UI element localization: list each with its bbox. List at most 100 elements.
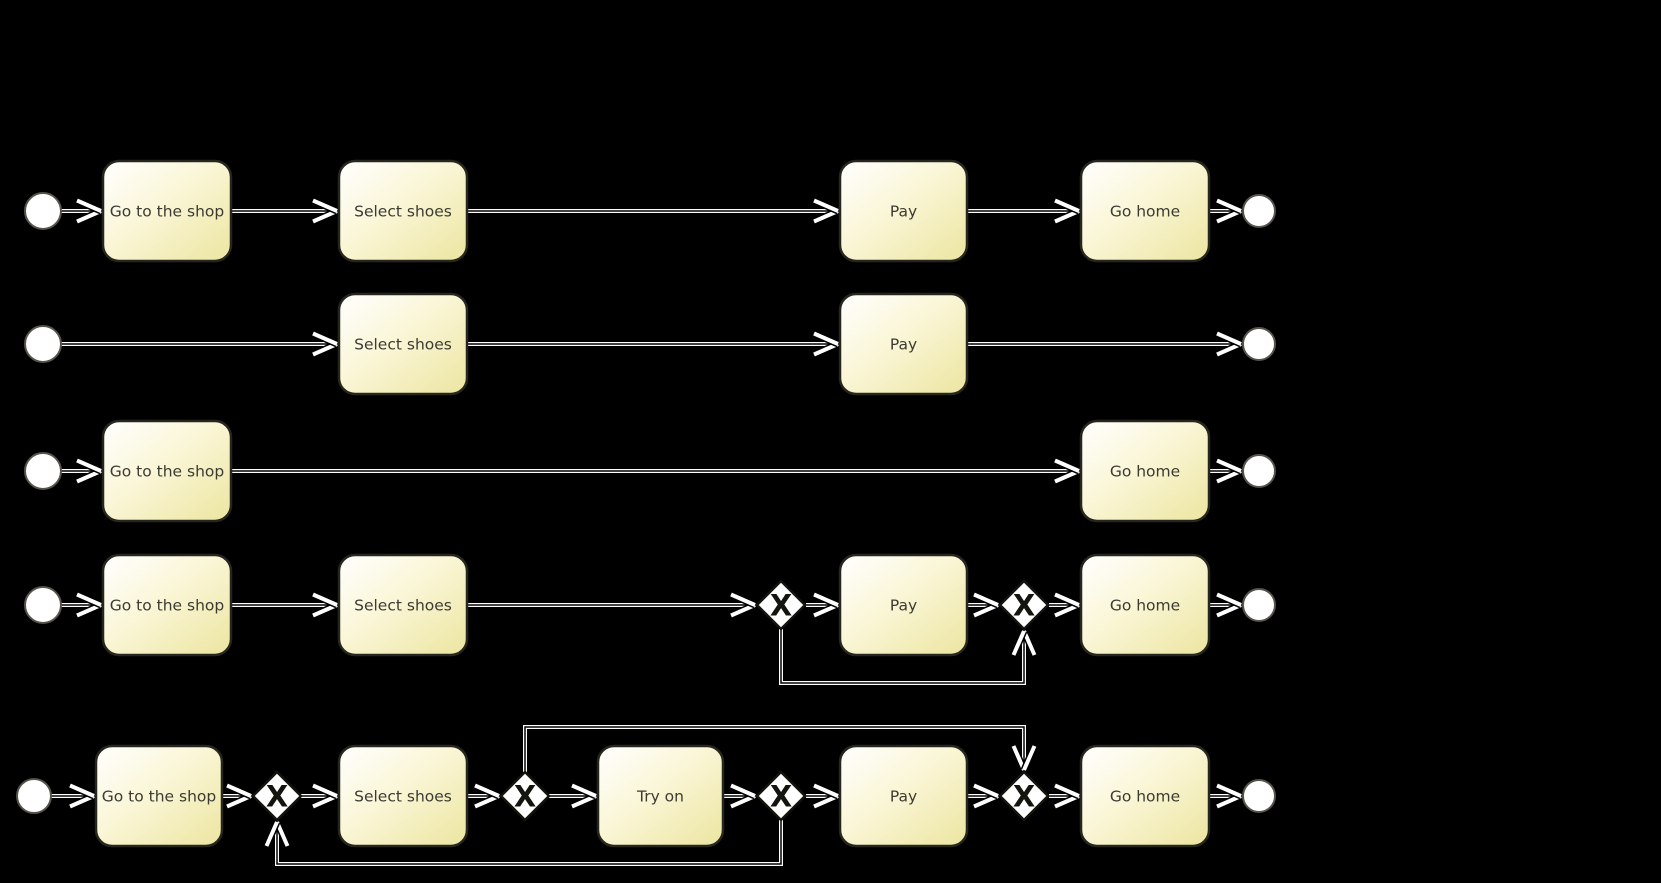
task-shape bbox=[337, 292, 469, 396]
task-shape bbox=[94, 744, 224, 848]
task-shape bbox=[101, 553, 233, 657]
sequence-flow-arrowhead bbox=[1011, 630, 1026, 656]
task-label: Try on bbox=[636, 788, 684, 806]
lane-4: Go to the shop Select shoes X Pay X Go home bbox=[24, 553, 1276, 687]
sequence-flow-arrowhead bbox=[1054, 783, 1080, 798]
lane-2: Select shoes Pay bbox=[24, 292, 1276, 396]
sequence-flow-arrowhead bbox=[264, 821, 279, 847]
sequence-flow-arrowhead bbox=[1054, 592, 1080, 607]
sequence-flow-arrowhead bbox=[813, 592, 839, 607]
sequence-flow-arrowhead bbox=[1216, 783, 1242, 798]
task-label: Select shoes bbox=[354, 336, 452, 354]
sequence-flow-arrowhead bbox=[1216, 198, 1242, 213]
gateway-x-label: X bbox=[1013, 780, 1035, 814]
sequence-flow-arrowhead bbox=[76, 592, 102, 607]
task-shape bbox=[337, 159, 469, 263]
task: Go to the shop bbox=[101, 159, 233, 263]
task-label: Pay bbox=[890, 203, 917, 221]
sequence-flow-arrowhead bbox=[813, 783, 839, 798]
task-shape bbox=[101, 159, 233, 263]
task-label: Pay bbox=[890, 597, 917, 615]
task: Go home bbox=[1079, 553, 1211, 657]
sequence-flow-arrowhead bbox=[1054, 198, 1080, 213]
end-event bbox=[1242, 194, 1276, 228]
sequence-flow bbox=[780, 629, 1025, 684]
sequence-flow-arrowhead bbox=[474, 783, 500, 798]
task-shape bbox=[1079, 419, 1211, 523]
task-shape bbox=[1079, 744, 1211, 848]
sequence-flow-arrowhead bbox=[312, 783, 338, 798]
task-shape bbox=[1079, 159, 1211, 263]
lane-5: Go to the shop X Select shoes X Try on X Pay X G… bbox=[16, 723, 1276, 868]
gateway-diamond bbox=[499, 770, 551, 822]
end-event bbox=[1242, 779, 1276, 813]
start-event bbox=[24, 192, 62, 230]
task-shape bbox=[1079, 553, 1211, 657]
gateway-diamond bbox=[755, 770, 807, 822]
task-label: Go to the shop bbox=[102, 788, 217, 806]
start-event bbox=[16, 778, 52, 814]
gateway-diamond bbox=[998, 579, 1050, 631]
task-shape bbox=[337, 744, 469, 848]
sequence-flow-arrowhead bbox=[76, 458, 102, 473]
gateway-x-label: X bbox=[266, 780, 288, 814]
task-label: Go home bbox=[1110, 788, 1180, 806]
xor-gateway: X bbox=[998, 770, 1050, 822]
task: Pay bbox=[838, 292, 969, 396]
task-label: Go to the shop bbox=[110, 463, 225, 481]
sequence-flow-arrowhead bbox=[76, 198, 102, 213]
task-label: Select shoes bbox=[354, 788, 452, 806]
xor-gateway: X bbox=[499, 770, 551, 822]
task-shape bbox=[101, 419, 233, 523]
sequence-flow-arrowhead bbox=[226, 783, 252, 798]
sequence-flow-arrowhead bbox=[571, 783, 597, 798]
task: Select shoes bbox=[337, 159, 469, 263]
task-shape bbox=[838, 744, 969, 848]
task: Pay bbox=[838, 159, 969, 263]
sequence-flow-arrowhead bbox=[973, 592, 999, 607]
sequence-flow-arrowhead bbox=[312, 331, 338, 346]
task: Go to the shop bbox=[101, 553, 233, 657]
task: Go to the shop bbox=[101, 419, 233, 523]
sequence-flow-arrowhead bbox=[1216, 458, 1242, 473]
task-label: Pay bbox=[890, 336, 917, 354]
task: Go to the shop bbox=[94, 744, 224, 848]
task-shape bbox=[337, 553, 469, 657]
sequence-flow-arrowhead bbox=[69, 783, 95, 798]
task-label: Go home bbox=[1110, 463, 1180, 481]
xor-gateway: X bbox=[755, 770, 807, 822]
gateway-diamond bbox=[755, 579, 807, 631]
task-shape bbox=[596, 744, 725, 848]
gateway-diamond bbox=[251, 770, 303, 822]
sequence-flow bbox=[276, 820, 782, 865]
start-event bbox=[24, 452, 62, 490]
task: Select shoes bbox=[337, 292, 469, 396]
sequence-flow-arrowhead bbox=[1216, 592, 1242, 607]
task: Go home bbox=[1079, 419, 1211, 523]
task: Pay bbox=[838, 744, 969, 848]
task-label: Go home bbox=[1110, 597, 1180, 615]
task: Go home bbox=[1079, 159, 1211, 263]
gateway-diamond bbox=[998, 770, 1050, 822]
end-event bbox=[1242, 588, 1276, 622]
task-label: Pay bbox=[890, 788, 917, 806]
sequence-flow-arrowhead bbox=[312, 198, 338, 213]
sequence-flow-arrowhead bbox=[813, 198, 839, 213]
task-shape bbox=[838, 553, 969, 657]
task: Select shoes bbox=[337, 553, 469, 657]
gateway-x-label: X bbox=[770, 589, 792, 623]
xor-gateway: X bbox=[998, 579, 1050, 631]
sequence-flow-arrowhead bbox=[730, 783, 756, 798]
lane-1: Go to the shop Select shoes Pay Go home bbox=[24, 159, 1276, 263]
sequence-flow-arrowhead bbox=[973, 783, 999, 798]
task-shape bbox=[838, 159, 969, 263]
sequence-flow-arrowhead bbox=[1054, 458, 1080, 473]
start-event bbox=[24, 325, 62, 363]
xor-gateway: X bbox=[251, 770, 303, 822]
sequence-flow-arrowhead bbox=[1022, 745, 1037, 771]
task-label: Select shoes bbox=[354, 203, 452, 221]
sequence-flow-arrowhead bbox=[312, 592, 338, 607]
sequence-flow-arrowhead bbox=[813, 331, 839, 346]
